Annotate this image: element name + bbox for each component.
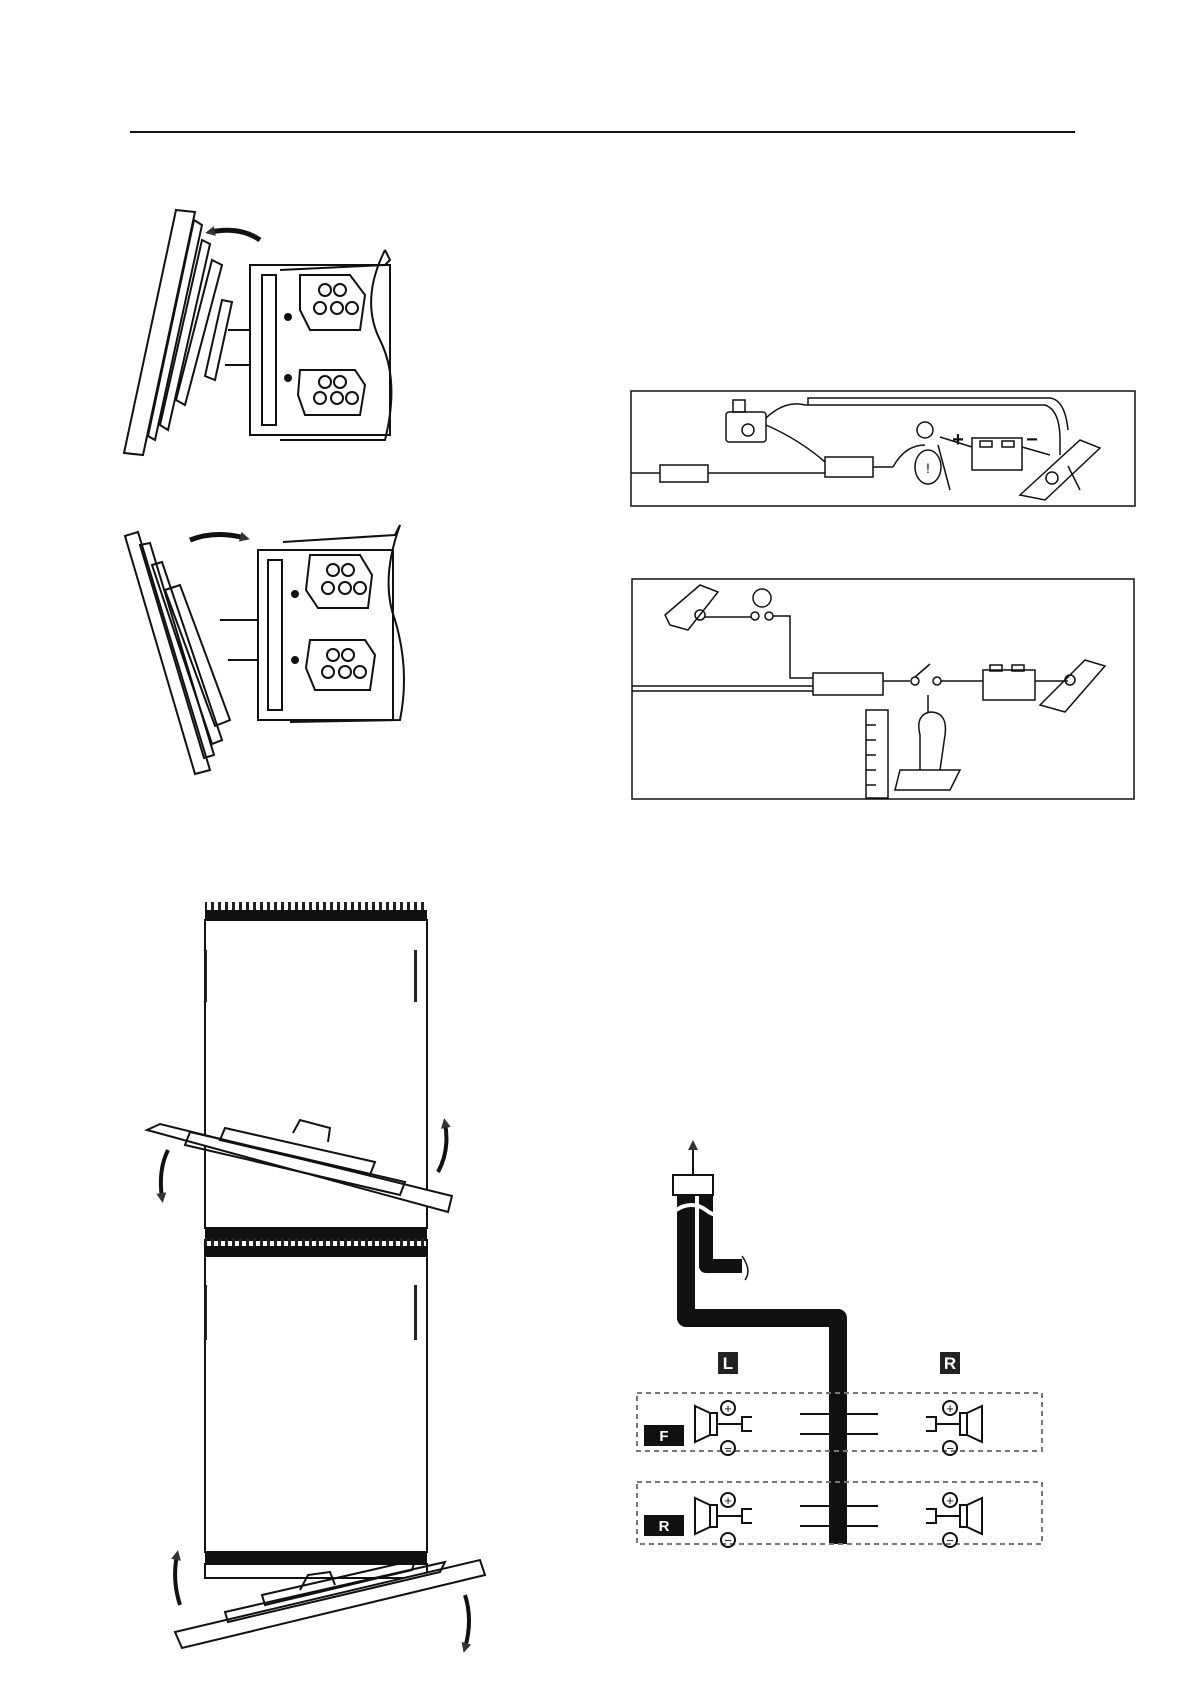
rear-left-speaker-icon <box>710 1505 717 1527</box>
front-right-minus: − <box>946 1441 954 1456</box>
front-left-speaker-icon <box>710 1413 717 1435</box>
rear-right-speaker-icon <box>960 1505 967 1527</box>
rear-left-plus: + <box>724 1493 732 1508</box>
rear-right-minus: − <box>946 1533 954 1548</box>
ground-wire-diagram-2 <box>632 579 1134 799</box>
faceplate-tilt-open-illustration <box>124 210 391 455</box>
rear-label: R <box>659 1518 670 1535</box>
front-left-minus: − <box>724 1441 732 1456</box>
battery-plus-label: + <box>952 429 964 451</box>
ground-wire-diagram-1: ! + − <box>631 391 1135 506</box>
unit-rotate-illustration-2 <box>175 1238 485 1648</box>
front-label: F <box>659 1428 668 1445</box>
front-left-plus: + <box>724 1401 732 1416</box>
faceplate-tilt-close-illustration <box>125 525 404 774</box>
rear-right-plus: + <box>946 1493 954 1508</box>
unit-rotate-illustration-1 <box>147 902 452 1258</box>
front-right-speaker-icon <box>960 1413 967 1435</box>
front-right-plus: + <box>946 1401 954 1416</box>
svg-text:!: ! <box>926 460 930 476</box>
rear-left-minus: − <box>724 1533 732 1548</box>
right-channel-label: R <box>944 1354 956 1373</box>
left-channel-label: L <box>723 1354 733 1373</box>
battery-minus-label: − <box>1026 429 1038 451</box>
speaker-wiring-diagram: L R F + − + − R <box>637 1145 1042 1548</box>
